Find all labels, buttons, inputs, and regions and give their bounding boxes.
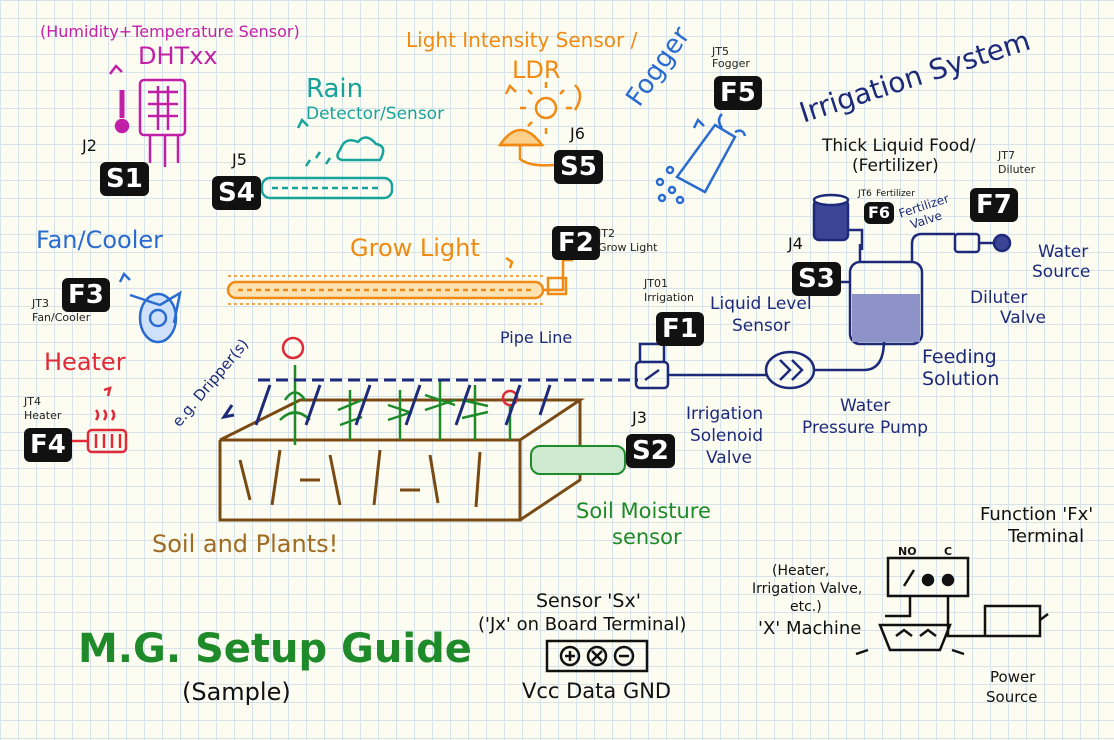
rain-name: Rain (306, 74, 364, 104)
soil-terminal: J3 (632, 408, 647, 427)
soil-sub: sensor (612, 525, 682, 549)
feeding-label-1: Feeding (922, 346, 997, 368)
sensor-legend-title: Sensor 'Sx' (536, 590, 641, 612)
badge-f7: F7 (970, 188, 1018, 222)
dht-terminal: J2 (82, 136, 97, 155)
diluter-valve-label-2: Valve (1000, 308, 1046, 328)
fogger-terminal-sub: Fogger (712, 57, 750, 70)
pump-label-1: Water (840, 396, 891, 416)
relay-circuit-icon (855, 556, 1049, 656)
guide-subtitle: (Sample) (182, 678, 291, 706)
dht-sensor-icon (109, 64, 187, 167)
pump-icon (764, 339, 886, 390)
fertilizer-jar-icon (812, 193, 864, 250)
guide-title: M.G. Setup Guide (78, 626, 472, 672)
badge-s5: S5 (554, 150, 603, 184)
badge-f4: F4 (24, 428, 72, 462)
badge-s1: S1 (100, 162, 149, 196)
badge-s2: S2 (626, 434, 675, 468)
badge-f3: F3 (62, 278, 110, 312)
diluter-terminal: JT7 (998, 149, 1015, 162)
function-legend-title-1: Function 'Fx' (980, 504, 1094, 525)
fan-name: Fan/Cooler (36, 226, 164, 254)
ldr-terminal: J6 (570, 124, 585, 143)
water-source-label-2: Source (1032, 262, 1091, 282)
planter-box (218, 398, 585, 522)
plants (279, 365, 512, 445)
soil-plants-label: Soil and Plants! (152, 530, 339, 558)
solenoid-valve-icon (634, 342, 768, 390)
grow-terminal-sub: Grow Light (598, 241, 658, 254)
thick-food-label: Thick Liquid Food/ (822, 136, 976, 156)
machine-label: 'X' Machine (758, 618, 862, 639)
rain-sensor-icon (260, 117, 394, 200)
machine-desc-2: Irrigation Valve, (752, 581, 863, 597)
solenoid-label-1: Irrigation (686, 404, 764, 424)
dht-description: (Humidity+Temperature Sensor) (40, 22, 300, 41)
feeding-label-2: Solution (922, 368, 1000, 390)
power-source-label-2: Source (986, 688, 1038, 706)
heater-name: Heater (44, 348, 126, 376)
fan-terminal: JT3 (32, 297, 49, 310)
grow-light-name: Grow Light (350, 234, 480, 262)
badge-f2: F2 (552, 226, 600, 260)
relay-no-label: NO (898, 545, 917, 558)
solenoid-label-3: Valve (706, 448, 752, 468)
rain-sub: Detector/Sensor (306, 104, 445, 124)
heater-terminal-sub: Heater (24, 409, 62, 422)
badge-f5: F5 (714, 76, 762, 110)
water-source-label-1: Water (1038, 242, 1089, 262)
machine-desc-1: (Heater, (772, 563, 830, 579)
solenoid-label-2: Solenoid (690, 426, 764, 446)
power-source-label-1: Power (990, 668, 1036, 686)
fogger-terminal: JT5 (712, 45, 729, 58)
pipe-line-label: Pipe Line (500, 328, 573, 347)
fogger-icon (655, 113, 747, 205)
badge-f6: F6 (864, 202, 895, 224)
relay-c-label: C (944, 545, 953, 558)
machine-desc-3: etc.) (790, 599, 822, 615)
ldr-sensor-icon (497, 82, 582, 167)
fertilizer-paren-label: (Fertilizer) (852, 156, 939, 176)
drip-pipe (220, 378, 638, 426)
soil-probe-icon (530, 445, 626, 475)
heater-terminal: JT4 (24, 395, 41, 408)
level-name: Liquid Level (710, 294, 812, 314)
level-sub: Sensor (732, 316, 791, 336)
soil-name: Soil Moisture (576, 499, 711, 523)
diluter-valve-icon (910, 232, 1012, 254)
badge-s3: S3 (792, 262, 841, 296)
fan-icon (118, 271, 182, 344)
irrigation-terminal-sub: Irrigation (644, 291, 694, 304)
diluter-terminal-sub: Diluter (998, 163, 1036, 176)
grow-light-icon (226, 256, 573, 305)
dht-name: DHTxx (138, 42, 218, 70)
sensor-legend-subtitle: ('Jx' on Board Terminal) (478, 614, 687, 635)
level-terminal: J4 (788, 234, 803, 253)
fan-terminal-sub: Fan/Cooler (32, 311, 91, 324)
rain-terminal: J5 (232, 150, 247, 169)
ldr-description: Light Intensity Sensor / (406, 28, 638, 52)
function-legend-title-2: Terminal (1008, 526, 1085, 547)
sensor-legend-pins: Vcc Data GND (522, 679, 672, 703)
badge-f1: F1 (656, 312, 704, 346)
sensor-connector-icon (545, 639, 649, 673)
badge-s4: S4 (212, 176, 261, 210)
pump-label-2: Pressure Pump (802, 418, 929, 438)
diluter-valve-label-1: Diluter (970, 288, 1028, 308)
irrigation-terminal: JT01 (644, 277, 668, 290)
grow-terminal: JT2 (598, 227, 615, 240)
ldr-name: LDR (512, 56, 561, 84)
heater-icon (70, 386, 128, 454)
fertilizer-terminal-sub: Fertilizer (876, 189, 915, 199)
fertilizer-terminal: JT6 (858, 189, 872, 199)
tank-icon (840, 244, 924, 346)
